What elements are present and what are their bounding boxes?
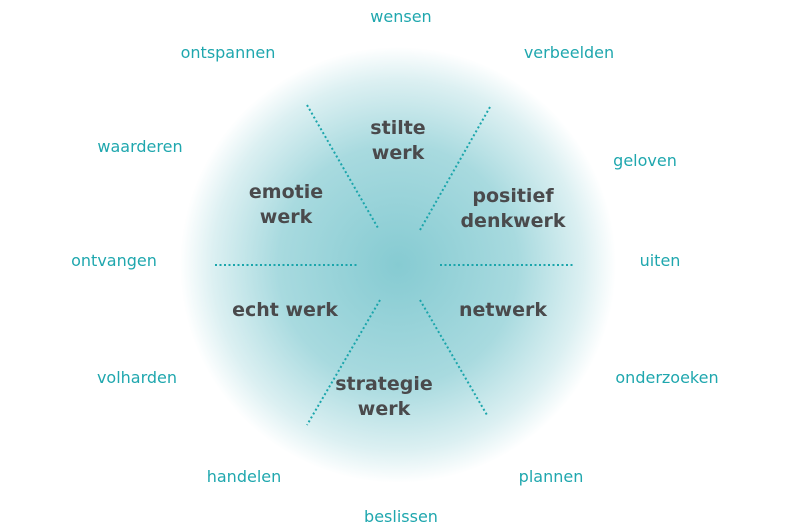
outer-label-wensen: wensen — [370, 7, 431, 26]
segment-label: strategie — [335, 373, 433, 395]
segment-label: emotie — [249, 181, 323, 203]
outer-label-verbeelden: verbeelden — [524, 43, 614, 62]
outer-label-volharden: volharden — [97, 368, 177, 387]
outer-label-ontspannen: ontspannen — [181, 43, 276, 62]
segment-emotie-werk: emotie werk — [249, 181, 323, 228]
divider-line — [306, 299, 381, 426]
segment-label: werk — [372, 142, 425, 164]
center-glow — [180, 47, 616, 483]
segment-label: denkwerk — [460, 210, 565, 232]
outer-label-ontvangen: ontvangen — [71, 251, 157, 270]
segment-label: positief — [472, 185, 554, 207]
segment-label: echt werk — [232, 299, 338, 321]
outer-label-handelen: handelen — [207, 467, 282, 486]
outer-label-plannen: plannen — [519, 467, 584, 486]
outer-label-beslissen: beslissen — [364, 507, 438, 526]
segment-label: stilte — [370, 117, 425, 139]
outer-label-geloven: geloven — [613, 151, 677, 170]
divider-line — [419, 106, 491, 231]
segment-label: werk — [260, 206, 313, 228]
segment-echt-werk: echt werk — [232, 299, 338, 321]
outer-label-uiten: uiten — [640, 251, 681, 270]
segment-positief-denkwerk: positief denkwerk — [460, 185, 565, 232]
segment-label: werk — [358, 398, 411, 420]
outer-label-onderzoeken: onderzoeken — [615, 368, 718, 387]
segment-label: netwerk — [459, 299, 547, 321]
outer-label-waarderen: waarderen — [97, 137, 182, 156]
segment-netwerk: netwerk — [459, 299, 547, 321]
segment-stilte-werk: stilte werk — [370, 117, 425, 164]
divider-line — [306, 104, 379, 229]
segment-strategie-werk: strategie werk — [335, 373, 433, 420]
